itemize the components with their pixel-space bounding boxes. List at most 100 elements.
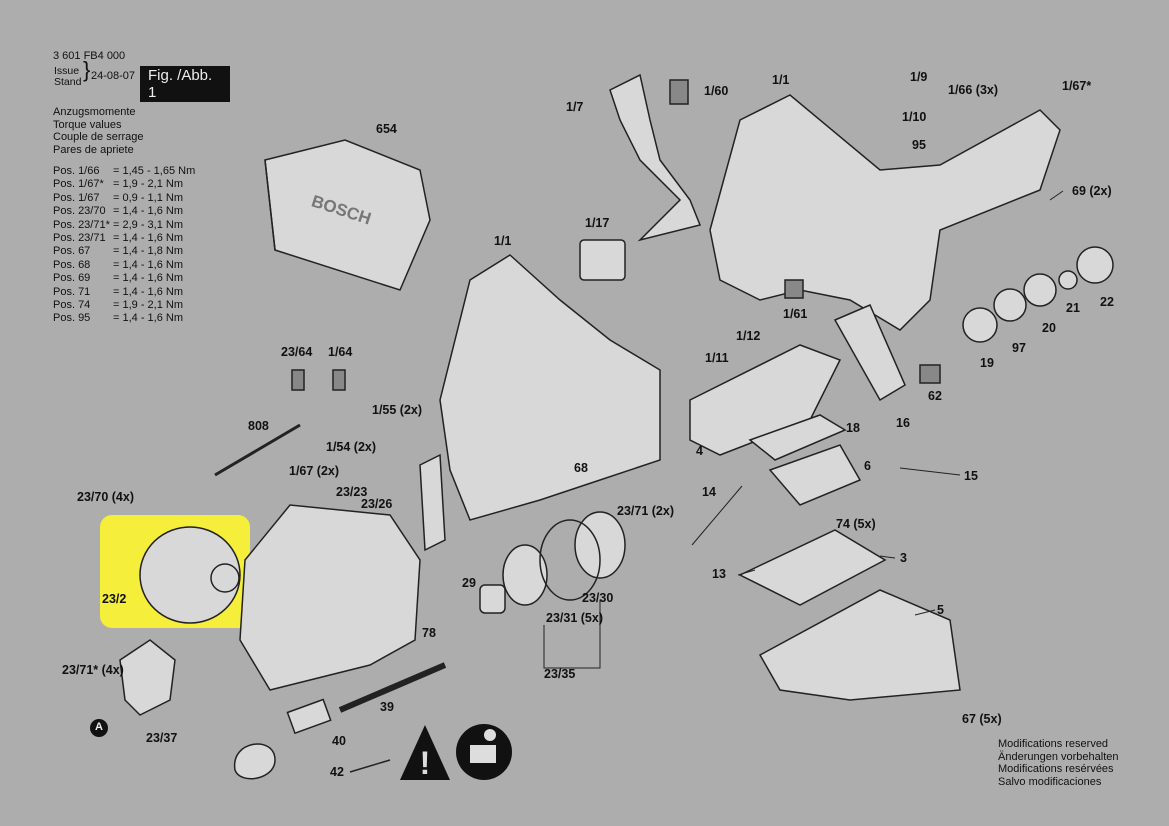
footer-notes: Modifications reserved Änderungen vorbeh… bbox=[998, 738, 1118, 788]
part-label: 1/67 (2x) bbox=[289, 464, 340, 478]
torque-pos: Pos. 1/67 bbox=[53, 191, 100, 204]
part-40-sleeve bbox=[286, 698, 332, 735]
torque-row: Pos. 23/71= 1,4 - 1,6 Nm bbox=[53, 232, 195, 245]
part-label: 42 bbox=[330, 765, 344, 779]
part-label: 19 bbox=[980, 356, 994, 370]
part-23-23-gear-housing bbox=[239, 504, 421, 691]
part-label: 14 bbox=[702, 485, 716, 499]
torque-titles: Anzugsmomente Torque values Couple de se… bbox=[53, 106, 144, 156]
part-label: 23/71 (2x) bbox=[617, 504, 674, 518]
torque-title: Anzugsmomente bbox=[53, 106, 136, 118]
part-label: 23/2 bbox=[102, 592, 127, 606]
torque-row: Pos. 74 = 1,9 - 2,1 Nm bbox=[53, 299, 195, 312]
part-label: 1/17 bbox=[585, 216, 610, 230]
part-1-7-lever bbox=[609, 73, 702, 242]
part-label: 5 bbox=[937, 603, 944, 617]
part-20 bbox=[1023, 273, 1057, 307]
torque-pos: Pos. 1/66 bbox=[53, 165, 100, 177]
part-label: 39 bbox=[380, 700, 394, 714]
torque-value: = 1,4 - 1,6 Nm bbox=[113, 205, 184, 218]
part-62-spring bbox=[919, 364, 941, 384]
torque-pos: Pos. 23/71 bbox=[53, 232, 106, 245]
arrow-icon bbox=[349, 759, 391, 773]
part-label: 78 bbox=[422, 626, 436, 640]
stand-text: Stand bbox=[54, 76, 82, 88]
part-label: 1/12 bbox=[736, 329, 761, 343]
part-label: 1/64 bbox=[328, 345, 353, 359]
part-808 bbox=[214, 423, 301, 477]
footer-line: Änderungen vorbehalten bbox=[998, 750, 1119, 763]
part-label: 62 bbox=[928, 389, 942, 403]
part-label: 15 bbox=[964, 469, 978, 483]
part-label: 1/1 bbox=[494, 234, 512, 248]
torque-title: Couple de serrage bbox=[53, 131, 144, 143]
part-19 bbox=[962, 307, 998, 343]
torque-pos: Pos. 23/71* bbox=[53, 218, 110, 231]
torque-row: Pos. 67 = 1,4 - 1,8 Nm bbox=[53, 245, 195, 258]
footer-line: Modifications resérvées bbox=[998, 763, 1114, 775]
part-label: 13 bbox=[712, 567, 726, 581]
torque-row: Pos. 23/71*= 2,9 - 3,1 Nm bbox=[53, 219, 195, 232]
part-18 bbox=[748, 414, 847, 461]
part-23-2-motor bbox=[139, 526, 241, 624]
torque-row: Pos. 23/70= 1,4 - 1,6 Nm bbox=[53, 205, 195, 218]
figure-label: Fig. /Abb. 1 bbox=[140, 66, 230, 102]
part-label: 18 bbox=[846, 421, 860, 435]
part-label: 6 bbox=[864, 459, 871, 473]
torque-pos: Pos. 95 bbox=[53, 312, 91, 325]
torque-pos: Pos. 1/67* bbox=[53, 178, 104, 191]
torque-pos: Pos. 68 bbox=[53, 258, 91, 271]
torque-pos: Pos. 67 bbox=[53, 245, 91, 258]
part-label: 40 bbox=[332, 734, 346, 748]
part-1-1-housing-right bbox=[709, 94, 1061, 331]
part-label: 21 bbox=[1066, 301, 1080, 315]
part-label: 23/23 bbox=[336, 485, 368, 499]
part-label: 68 bbox=[574, 461, 588, 475]
torque-title: Pares de apriete bbox=[53, 143, 134, 156]
marker-a-label: A bbox=[95, 721, 103, 733]
torque-title: Torque values bbox=[53, 118, 122, 131]
part-97 bbox=[993, 288, 1027, 322]
torque-pos: Pos. 69 bbox=[53, 272, 91, 285]
part-23-31-shaft bbox=[479, 584, 506, 614]
part-23-64-spring bbox=[291, 369, 305, 391]
part-label: 1/60 bbox=[704, 84, 729, 98]
part-label: 74 (5x) bbox=[836, 517, 876, 531]
part-label: 20 bbox=[1042, 321, 1056, 335]
part-label: 3 bbox=[900, 551, 907, 565]
torque-value: = 1,4 - 1,6 Nm bbox=[113, 272, 184, 285]
part-label: 23/26 bbox=[361, 497, 393, 511]
part-label: 23/71* (4x) bbox=[62, 663, 124, 677]
part-1-61-spring bbox=[784, 279, 804, 299]
issue-text: Issue bbox=[54, 65, 80, 77]
torque-row: Pos. 69 = 1,4 - 1,6 Nm bbox=[53, 272, 195, 285]
part-label: 23/30 bbox=[582, 591, 614, 605]
part-label: 67 (5x) bbox=[962, 712, 1002, 726]
part-1-64-spring bbox=[332, 369, 346, 391]
part-39-pin bbox=[338, 662, 447, 713]
issue-date: 24-08-07 bbox=[91, 70, 136, 82]
torque-value: = 1,9 - 2,1 Nm bbox=[113, 299, 184, 312]
part-23-37 bbox=[119, 639, 176, 716]
torque-value: = 1,4 - 1,8 Nm bbox=[113, 245, 184, 258]
part-1-17 bbox=[579, 239, 626, 281]
marker-a bbox=[90, 719, 108, 737]
part-3-board bbox=[738, 529, 887, 606]
footer-line: Salvo modificaciones bbox=[998, 775, 1102, 788]
part-23-31-gear bbox=[502, 544, 548, 606]
part-label: 1/54 (2x) bbox=[326, 440, 377, 454]
part-label: 95 bbox=[912, 138, 926, 152]
part-label: 1/11 bbox=[705, 351, 729, 365]
footer-line: Modifications reserved bbox=[998, 738, 1109, 750]
part-label: 1/55 (2x) bbox=[372, 403, 423, 417]
part-label: 654 bbox=[376, 122, 397, 136]
part-label: 23/70 (4x) bbox=[77, 490, 134, 504]
part-5-base bbox=[758, 589, 961, 701]
part-label: 29 bbox=[462, 576, 476, 590]
part-label: 16 bbox=[896, 416, 910, 430]
part-label: 97 bbox=[1012, 341, 1026, 355]
torque-pos: Pos. 74 bbox=[53, 299, 91, 312]
